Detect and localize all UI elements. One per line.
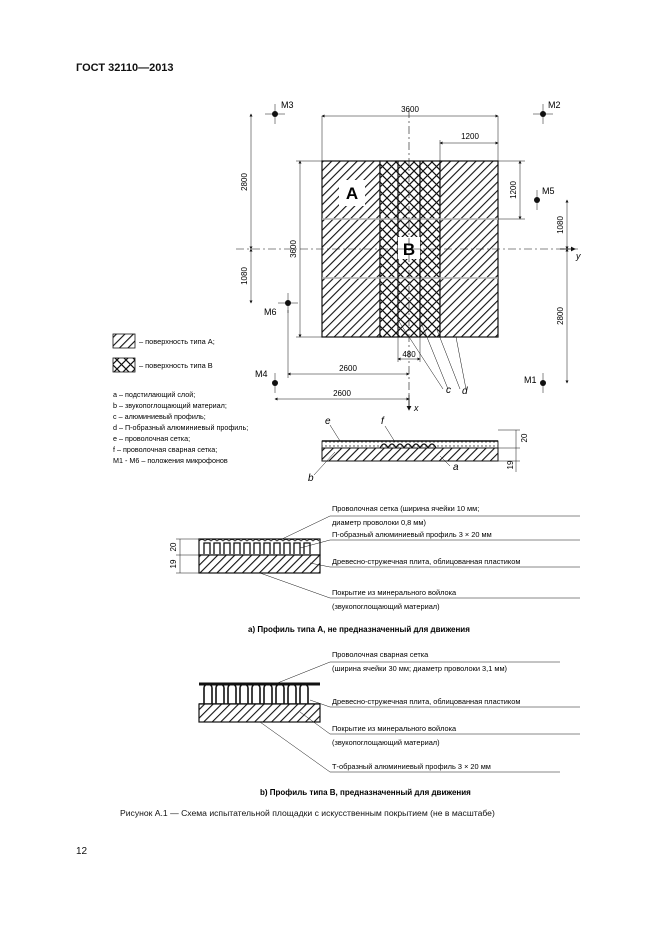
profile-b-callout-board: Древесно-стружечная плита, облицованная … xyxy=(332,697,520,706)
legend-note-mics: M1 - M6 – положения микрофонов xyxy=(113,456,228,465)
sec-label-f: f xyxy=(381,416,385,427)
sec-dim-19: 19 xyxy=(506,460,515,469)
legend-swatch-a xyxy=(112,333,136,349)
mic-m5-label: M5 xyxy=(542,186,555,196)
dim-2600-m6: 2600 xyxy=(339,364,357,373)
profile-b-callout-t-profile: Т-образный алюминиевый профиль 3 × 20 мм xyxy=(332,762,491,771)
mic-markers xyxy=(265,104,553,393)
mic-m3-label: M3 xyxy=(281,100,294,110)
small-cross-section: e f b a 20 19 xyxy=(308,416,529,484)
legend-type-b: – поверхность типа В xyxy=(139,361,213,370)
legend-note-a: a – подстилающий слой; xyxy=(113,390,195,399)
profile-a-dim-19: 19 xyxy=(169,559,178,568)
document-code: ГОСТ 32110—2013 xyxy=(76,62,174,74)
profile-a-callout-board: Древесно-стружечная плита, облицованная … xyxy=(332,557,520,566)
sec-dim-20: 20 xyxy=(520,433,529,442)
dim-2600-m4: 2600 xyxy=(333,389,351,398)
profile-a-callout-profile: П-образный алюминиевый профиль 3 × 20 мм xyxy=(332,530,492,539)
dim-1080-left: 1080 xyxy=(240,267,249,285)
legend: – поверхность типа А; – поверхность типа… xyxy=(112,333,248,465)
dim-3600-width: 3600 xyxy=(401,105,419,114)
axis-x-label: x xyxy=(413,403,419,413)
legend-swatch-b xyxy=(112,357,136,373)
label-c: c xyxy=(446,385,451,396)
profile-a-callout-felt-2: (звукопоглощающий материал) xyxy=(332,602,440,611)
dim-1200-width: 1200 xyxy=(461,132,479,141)
figure-caption: Рисунок А.1 — Схема испытательной площад… xyxy=(120,808,495,818)
mic-m6-label: M6 xyxy=(264,307,277,317)
profile-a-callout-mesh-2: диаметр проволоки 0,8 мм) xyxy=(332,518,426,527)
dim-2800-right: 2800 xyxy=(556,307,565,325)
profile-a-callout-felt-1: Покрытие из минерального войлока xyxy=(332,588,457,597)
dim-2800-left: 2800 xyxy=(240,173,249,191)
profile-a-dim-20: 20 xyxy=(169,542,178,551)
legend-note-d: d – П-образный алюминиевый профиль; xyxy=(113,423,248,432)
dim-1200-right: 1200 xyxy=(509,181,518,199)
legend-note-c: c – алюминиевый профиль; xyxy=(113,412,206,421)
profile-b-callout-mesh-2: (ширина ячейки 30 мм; диаметр проволоки … xyxy=(332,664,507,673)
legend-note-b: b – звукопоглощающий материал; xyxy=(113,401,227,410)
legend-note-e: e – проволочная сетка; xyxy=(113,434,190,443)
label-d: d xyxy=(462,386,468,397)
plan-view: A B x y M3 M2 M5 M6 xyxy=(236,100,581,413)
profile-b-callout-mesh-1: Проволочная сварная сетка xyxy=(332,650,429,659)
mic-m4-label: M4 xyxy=(255,369,268,379)
page-number: 12 xyxy=(76,846,88,857)
legend-note-f: f – проволочная сварная сетка; xyxy=(113,445,217,454)
dim-3600-height: 3600 xyxy=(289,240,298,258)
legend-type-a: – поверхность типа А; xyxy=(139,337,215,346)
profile-b-callout-felt-2: (звукопоглощающий материал) xyxy=(332,738,440,747)
profile-b-drawing: Проволочная сварная сетка (ширина ячейки… xyxy=(198,650,580,797)
dim-1080-right: 1080 xyxy=(556,216,565,234)
label-surface-a: A xyxy=(346,184,358,203)
profile-a-caption: а) Профиль типа А, не предназначенный дл… xyxy=(248,625,470,634)
mic-m2-label: M2 xyxy=(548,100,561,110)
profile-a-drawing: 20 19 Проволочная сетка (ширина ячейки 1… xyxy=(169,504,580,634)
profile-b-caption: b) Профиль типа В, предназначенный для д… xyxy=(260,788,471,797)
sec-label-b: b xyxy=(308,473,314,484)
dim-480: 480 xyxy=(402,350,416,359)
sec-label-a: a xyxy=(453,462,459,473)
mic-m1-label: M1 xyxy=(524,375,537,385)
profile-b-callout-felt-1: Покрытие из минерального войлока xyxy=(332,724,457,733)
profile-a-callout-mesh-1: Проволочная сетка (ширина ячейки 10 мм; xyxy=(332,504,479,513)
axis-y-label: y xyxy=(575,251,581,261)
sec-label-e: e xyxy=(325,416,331,427)
